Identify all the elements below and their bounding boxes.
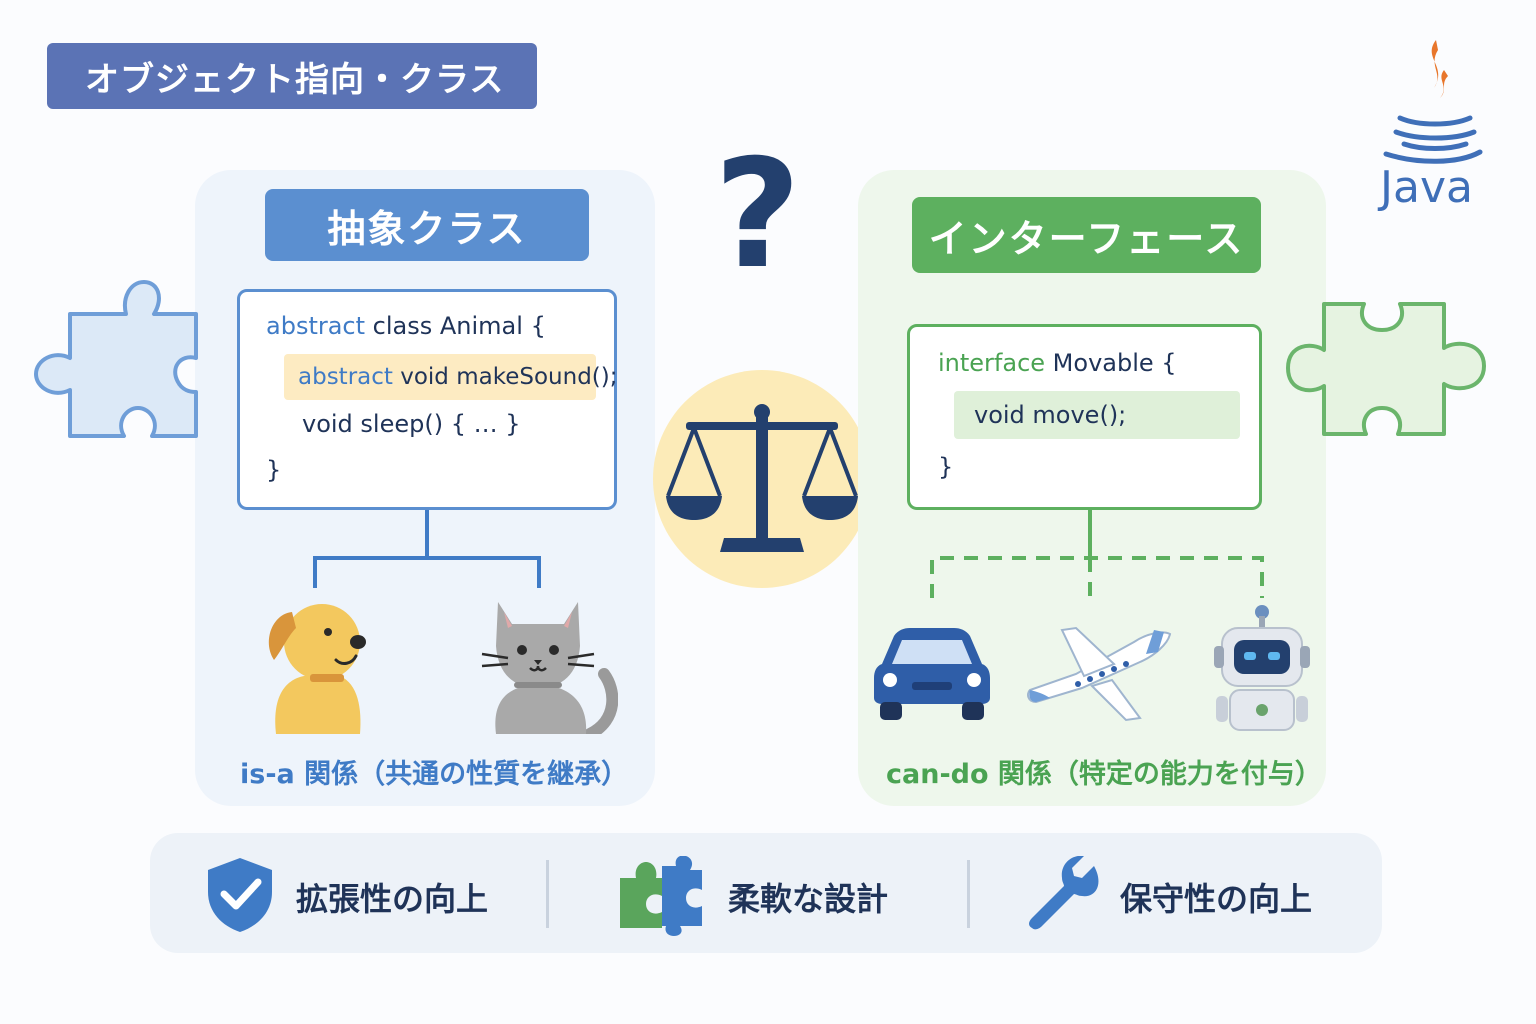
topic-tag: オブジェクト指向・クラス: [47, 43, 537, 109]
cat-icon: [481, 602, 618, 734]
code-text: class Animal {: [365, 312, 546, 340]
java-wordmark: Java: [1380, 162, 1473, 213]
can-do-caption: can-do 関係（特定の能力を付与）: [886, 759, 1322, 790]
puzzle-icon: [620, 856, 702, 936]
benefit-extensibility: 拡張性の向上: [296, 880, 489, 918]
benefit-maintainability: 保守性の向上: [1120, 880, 1313, 918]
code-line-3: void sleep() { … }: [302, 410, 521, 438]
code-line-1: abstract class Animal {: [266, 312, 546, 340]
implements-connector: [930, 510, 1264, 598]
interface-header: インターフェース: [912, 197, 1261, 273]
code-line-4: }: [266, 456, 282, 484]
abstract-class-header: 抽象クラス: [265, 189, 589, 261]
inheritance-connector: [313, 510, 541, 588]
divider: [546, 860, 549, 928]
dog-icon: [268, 604, 366, 734]
code-text: void makeSound();: [392, 364, 618, 390]
abstract-class-code: abstract class Animal { abstract void ma…: [237, 289, 618, 510]
code-line-1: interface Movable {: [938, 349, 1177, 377]
puzzle-piece-icon: [1286, 302, 1486, 436]
balance-scale-icon: [666, 404, 858, 552]
keyword: abstract: [298, 364, 393, 390]
divider: [967, 860, 970, 928]
keyword: interface: [938, 349, 1046, 377]
shield-check-icon: [208, 858, 272, 932]
puzzle-piece-icon: [34, 280, 198, 438]
robot-icon: [1214, 605, 1310, 731]
code-line-2-highlight: void move();: [954, 391, 1240, 439]
benefits-bar: [150, 833, 1382, 953]
is-a-caption: is-a 関係（共通の性質を継承）: [240, 759, 629, 790]
code-line-3: }: [938, 453, 954, 481]
question-mark-icon: ?: [714, 128, 802, 302]
wrench-icon: [1029, 856, 1099, 930]
car-icon: [874, 628, 990, 720]
benefit-flexibility: 柔軟な設計: [728, 880, 889, 918]
keyword: abstract: [266, 312, 366, 340]
airplane-icon: [1027, 626, 1172, 722]
interface-code: interface Movable { void move(); }: [907, 324, 1262, 510]
code-text: Movable {: [1045, 349, 1177, 377]
java-logo: [1378, 36, 1488, 216]
code-line-2-highlight: abstract void makeSound();: [284, 354, 618, 400]
java-cup-icon: [1383, 40, 1483, 164]
